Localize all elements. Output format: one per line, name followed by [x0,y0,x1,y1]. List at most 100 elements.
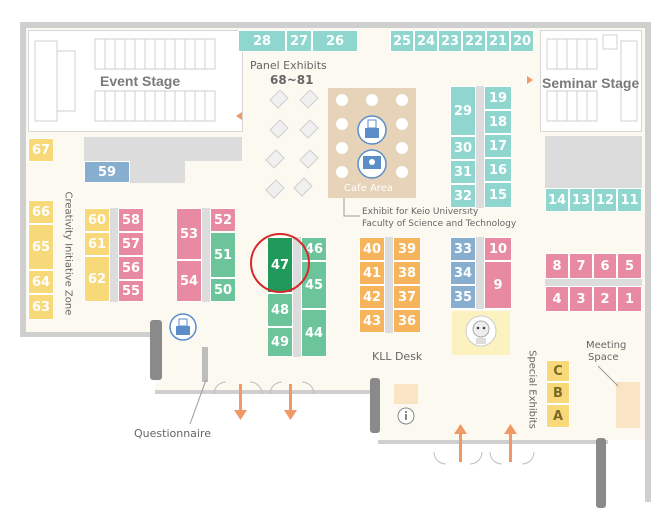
booth-67[interactable]: 67 [28,138,54,162]
booth-54[interactable]: 54 [176,260,202,302]
booth-5[interactable]: 5 [617,253,642,279]
booth-42[interactable]: 42 [359,285,385,309]
booth-61[interactable]: 61 [84,232,110,256]
aisle-divider-5 [202,208,210,302]
booth-C[interactable]: C [546,360,570,382]
booth-10[interactable]: 10 [484,237,512,261]
booth-34[interactable]: 34 [450,261,476,285]
booth-33[interactable]: 33 [450,237,476,261]
booth-50[interactable]: 50 [210,278,236,302]
booth-35[interactable]: 35 [450,285,476,309]
booth-6[interactable]: 6 [593,253,617,279]
booth-29[interactable]: 29 [450,86,476,136]
cafe-area-label: Cafe Area [344,183,393,194]
booth-30[interactable]: 30 [450,136,476,160]
booth-47[interactable]: 47 [267,237,293,293]
pillar-left [150,320,162,380]
panel-exhibit-panels[interactable] [236,90,326,205]
booth-40[interactable]: 40 [359,237,385,261]
booth-60[interactable]: 60 [84,208,110,232]
booth-28[interactable]: 28 [238,30,286,52]
booth-38[interactable]: 38 [393,261,421,285]
booth-12[interactable]: 12 [593,188,617,212]
booth-56[interactable]: 56 [118,256,144,280]
info-icon[interactable] [394,404,418,428]
booth-48[interactable]: 48 [267,293,293,327]
booth-17[interactable]: 17 [484,134,512,158]
booth-49[interactable]: 49 [267,327,293,357]
booth-25[interactable]: 25 [390,30,414,52]
booth-37[interactable]: 37 [393,285,421,309]
booth-24[interactable]: 24 [414,30,438,52]
booth-15[interactable]: 15 [484,182,512,208]
booth-18[interactable]: 18 [484,110,512,134]
booth-22[interactable]: 22 [462,30,486,52]
meeting-space[interactable] [616,382,640,428]
booth-53[interactable]: 53 [176,208,202,260]
booth-19[interactable]: 19 [484,86,512,110]
booth-63[interactable]: 63 [28,294,54,320]
wall-stub [202,347,208,382]
aisle-divider-6 [110,208,118,302]
booth-3[interactable]: 3 [569,286,593,312]
booth-9[interactable]: 9 [484,261,512,309]
booth-11[interactable]: 11 [617,188,642,212]
booth-23[interactable]: 23 [438,30,462,52]
booth-1[interactable]: 1 [617,286,642,312]
meeting-space-label-2: Space [588,352,619,363]
booth-20[interactable]: 20 [510,30,534,52]
booth-59[interactable]: 59 [84,161,130,183]
wall-left [20,22,26,337]
booth-55[interactable]: 55 [118,280,144,302]
wall-bottom-left [20,332,155,337]
booth-26[interactable]: 26 [312,30,358,52]
booth-A[interactable]: A [546,404,570,428]
booth-43[interactable]: 43 [359,309,385,333]
booth-B[interactable]: B [546,382,570,404]
booth-64[interactable]: 64 [28,270,54,294]
booth-31[interactable]: 31 [450,160,476,184]
wall-top [20,22,650,28]
booth-14[interactable]: 14 [545,188,569,212]
aisle-divider [476,86,484,208]
booth-58[interactable]: 58 [118,208,144,232]
wall-lower-right [378,440,608,444]
booth-41[interactable]: 41 [359,261,385,285]
booth-51[interactable]: 51 [210,232,236,278]
event-stage-seats-icon [34,38,216,122]
entrance-right[interactable] [430,418,540,468]
booth-52[interactable]: 52 [210,208,236,232]
cafe-area[interactable]: Cafe Area [328,88,416,198]
booth-44[interactable]: 44 [301,309,327,357]
booth-39[interactable]: 39 [393,237,421,261]
booth-32[interactable]: 32 [450,184,476,208]
grey-block-59 [84,137,242,161]
booth-57[interactable]: 57 [118,232,144,256]
robot-exhibit[interactable] [452,311,510,355]
arrow-icon [454,424,517,462]
booth-8[interactable]: 8 [545,253,569,279]
seminar-stage-seats-icon [546,34,638,122]
booth-7[interactable]: 7 [569,253,593,279]
booth-4[interactable]: 4 [545,286,569,312]
booth-21[interactable]: 21 [486,30,510,52]
panel-exhibits-label: Panel Exhibits [250,59,327,72]
creativity-zone-label: Creativity Initiative Zone [62,191,74,316]
booth-66[interactable]: 66 [28,200,54,224]
booth-62[interactable]: 62 [84,256,110,302]
grey-block-right [545,136,642,188]
booth-65[interactable]: 65 [28,224,54,270]
pillar-right [596,438,606,508]
panel-exhibits-range: 68~81 [270,73,314,87]
booth-13[interactable]: 13 [569,188,593,212]
booth-45[interactable]: 45 [301,261,327,309]
booth-2[interactable]: 2 [593,286,617,312]
booth-16[interactable]: 16 [484,158,512,182]
kll-desk[interactable] [394,384,418,404]
booth-36[interactable]: 36 [393,309,421,333]
ballot-box-icon[interactable] [168,312,198,342]
booth-27[interactable]: 27 [286,30,312,52]
meeting-leader-line [597,365,619,387]
entrance-left[interactable] [210,380,320,430]
